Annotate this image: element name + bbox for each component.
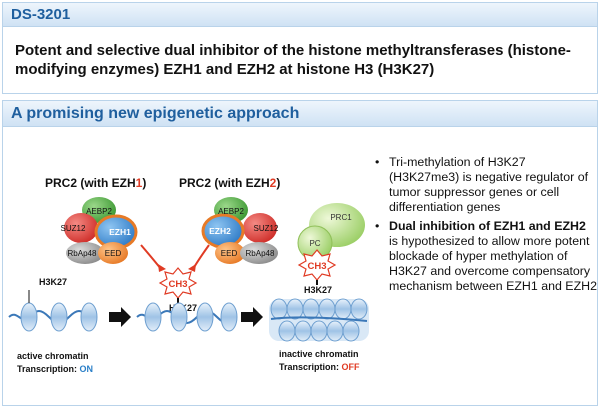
summary-panel: DS-3201 Potent and selective dual inhibi… [2,2,598,94]
ch3-label: CH3 [168,279,187,290]
bullet-bold-text: Dual inhibition of EZH1 and EZH2 [389,219,586,233]
rbap48-label: RbAp48 [68,249,97,258]
ch3-mark-right: CH3 [297,249,337,285]
bullet-item: • Dual inhibition of EZH1 and EZH2 is hy… [375,219,597,294]
mechanism-header: A promising new epigenetic approach [3,101,597,127]
drug-code-header: DS-3201 [3,3,597,27]
prc2-ezh1-title: PRC2 (with EZH1) [45,176,146,190]
rbap48-subunit [240,242,278,264]
h3k27-label-right: H3K27 [304,285,332,295]
pc-label: PC [309,239,320,248]
mechanism-bullets: • Tri-methylation of H3K27 (H3K27me3) is… [375,155,597,298]
rbap48-label: RbAp48 [246,249,275,258]
prc1-complex: PRC1 PC [297,203,365,261]
ch3-mark-middle: CH3 [158,267,198,303]
bullet-item: • Tri-methylation of H3K27 (H3K27me3) is… [375,155,597,215]
ch3-link [316,280,318,285]
suz12-subunit [64,213,98,243]
eed-subunit [215,242,245,264]
mechanism-title: A promising new epigenetic approach [11,105,300,122]
bullet-text: Tri-methylation of H3K27 (H3K27me3) is n… [389,155,589,214]
active-chromatin-fiber [8,290,98,332]
inactive-chromatin-fiber [269,298,369,342]
ezh2-label: EZH2 [209,226,231,236]
active-chromatin-label: active chromatin [17,351,89,361]
prc2-ezh1-complex: AEBP2 SUZ12 EZH1 RbAp48 EED [61,197,138,264]
bullet-text: is hypothesized to allow more potent blo… [389,234,597,293]
drug-code: DS-3201 [11,6,71,23]
aebp2-label: AEBP2 [218,207,244,216]
ezh1-arrow [140,244,162,270]
suz12-label: SUZ12 [61,224,86,233]
ezh2-arrowhead [188,264,196,272]
ezh1-arrowhead [158,264,166,272]
prc2-ezh2-complex: AEBP2 SUZ12 EZH2 EED RbAp48 [201,197,279,264]
prc2-ezh2-title: PRC2 (with EZH2) [179,176,280,190]
bullet-dot-icon: • [375,155,380,169]
aebp2-label: AEBP2 [86,207,112,216]
eed-label: EED [221,249,238,258]
transition-arrow-2 [241,307,263,327]
suz12-label: SUZ12 [254,224,279,233]
drug-description: Potent and selective dual inhibitor of t… [15,42,571,78]
ch3-label: CH3 [307,261,326,272]
bullet-dot-icon: • [375,219,380,233]
eed-subunit [98,242,128,264]
inactive-transcription: Transcription: OFF [279,362,360,372]
mechanism-panel: A promising new epigenetic approach PRC2… [2,100,598,406]
prc1-label: PRC1 [330,213,352,222]
ch3-link [177,298,179,303]
epigenetic-diagram: PRC2 (with EZH1) AEBP2 SUZ12 EZH1 RbAp48… [8,176,369,374]
intermediate-chromatin-fiber [136,302,238,332]
suz12-subunit [243,213,277,243]
ezh1-label: EZH1 [109,227,131,237]
active-transcription: Transcription: ON [17,364,93,374]
inactive-chromatin-label: inactive chromatin [279,349,359,359]
rbap48-subunit [66,242,104,264]
eed-label: EED [105,249,122,258]
transition-arrow-1 [109,307,131,327]
h3k27-label-left: H3K27 [39,277,67,287]
